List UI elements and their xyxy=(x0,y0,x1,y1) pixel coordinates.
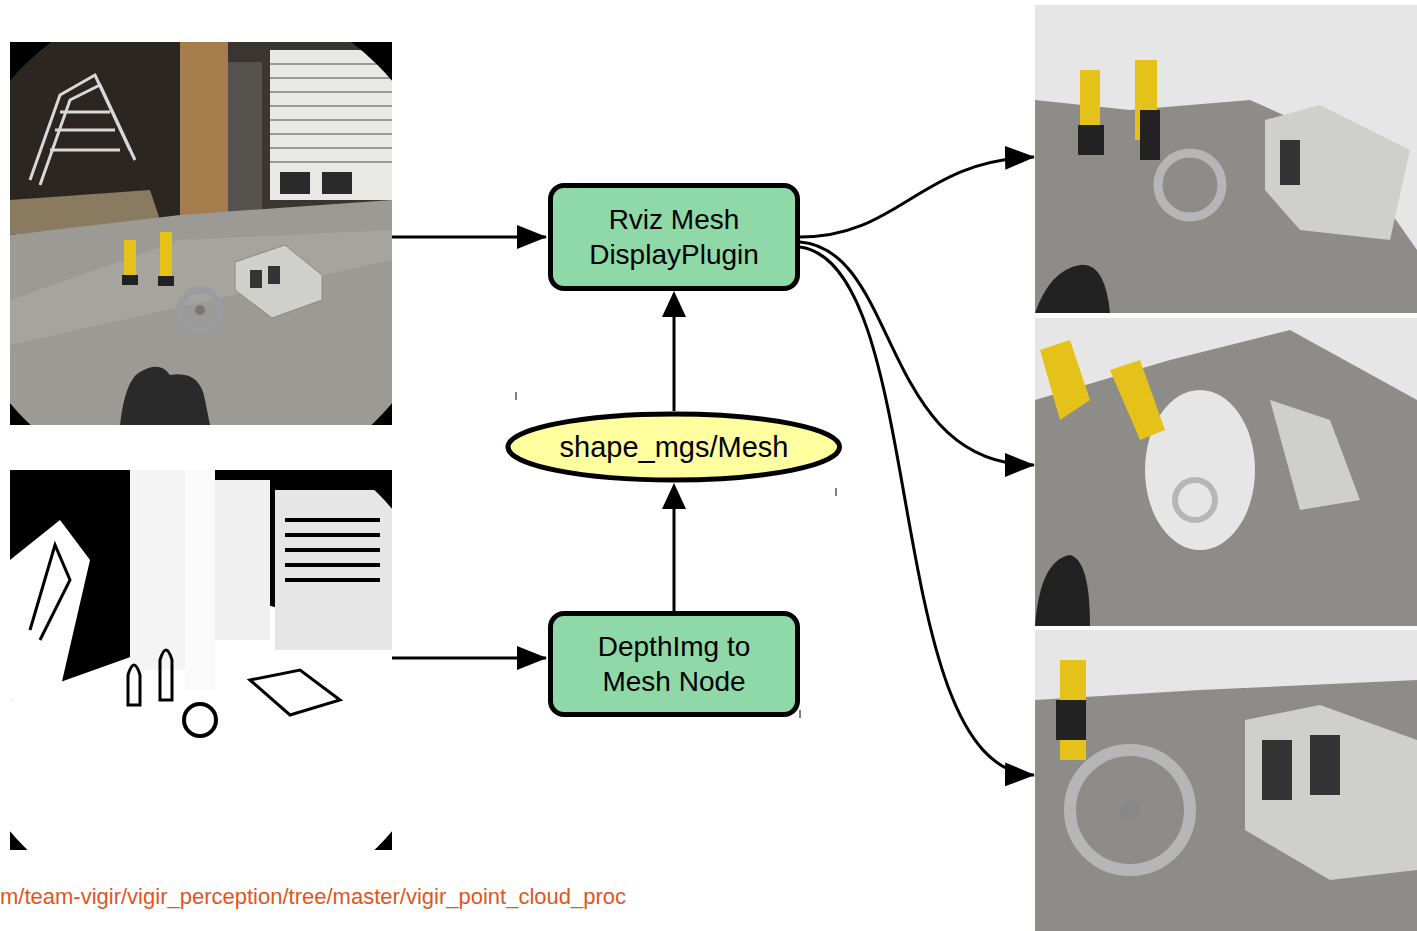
tick-mark xyxy=(516,392,836,718)
process-box: Rviz Mesh DisplayPlugin xyxy=(548,183,800,291)
flow-connector xyxy=(662,291,686,411)
node-label: Rviz Mesh DisplayPlugin xyxy=(567,202,781,272)
mesh-render xyxy=(1035,5,1417,313)
depth-image xyxy=(10,470,392,850)
node-label: shape_mgs/Mesh xyxy=(560,429,789,465)
camera-photo xyxy=(10,42,392,425)
node-label: DepthImg to Mesh Node xyxy=(567,629,781,699)
mesh-render xyxy=(1035,318,1417,626)
mesh-render xyxy=(1035,630,1417,931)
source-url: m/team-vigir/vigir_perception/tree/maste… xyxy=(0,884,626,910)
flow-arrow xyxy=(392,157,1034,775)
flow-connector xyxy=(662,483,686,611)
message-ellipse: shape_mgs/Mesh xyxy=(505,411,843,483)
process-box: DepthImg to Mesh Node xyxy=(548,611,800,717)
